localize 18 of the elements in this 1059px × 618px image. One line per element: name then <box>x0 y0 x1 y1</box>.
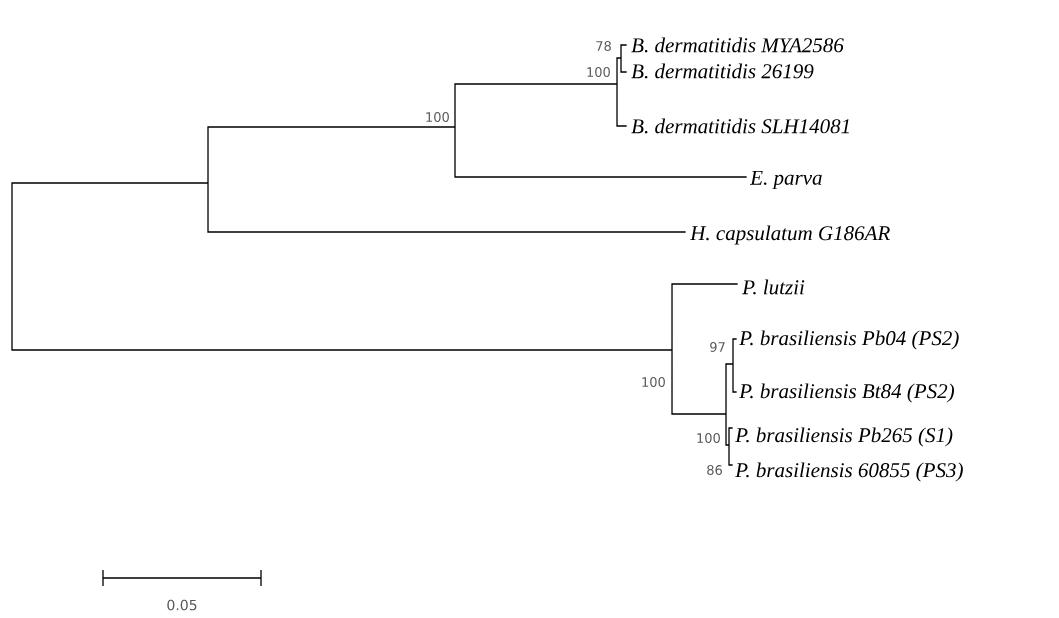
taxon-label: P. brasiliensis Pb265 (S1) <box>735 427 953 447</box>
taxon-label: B. dermatitidis MYA2586 <box>631 37 844 53</box>
bootstrap-value: 78 <box>596 41 611 51</box>
taxon-label: B. dermatitidis SLH14081 <box>631 118 849 134</box>
taxon-label: P. brasiliensis Bt84 (PS2) <box>739 383 955 403</box>
bootstrap-value: 100 <box>426 112 449 122</box>
taxon-label: B. dermatitidis 26199 <box>631 63 814 79</box>
taxon-label: E. parva <box>749 170 822 190</box>
scale-label: 0.05 <box>167 599 197 611</box>
taxon-label: P. brasiliensis Pb04 (PS2) <box>739 330 959 350</box>
taxon-label: H. capsulatum G186AR <box>690 225 890 245</box>
bootstrap-value: 97 <box>710 342 725 352</box>
bootstrap-value: 100 <box>697 433 720 443</box>
bootstrap-value: 100 <box>587 67 610 77</box>
taxon-label: P. lutzii <box>742 279 805 295</box>
bootstrap-value: 100 <box>642 377 665 387</box>
taxon-label: P. brasiliensis 60855 (PS3) <box>735 462 963 482</box>
bootstrap-value: 86 <box>707 465 722 475</box>
